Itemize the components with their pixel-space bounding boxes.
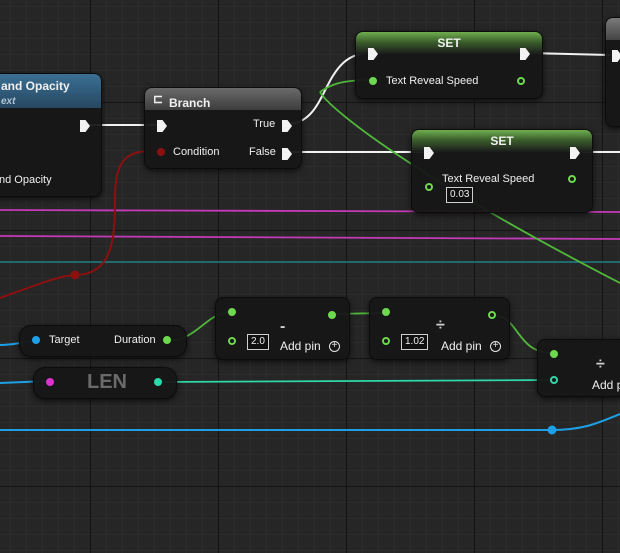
- len-output-pin[interactable]: [154, 378, 162, 386]
- subtract-operator: -: [280, 318, 286, 335]
- divide2-operator: ÷: [596, 356, 605, 373]
- branch-exec-in-pin[interactable]: [157, 120, 167, 132]
- branch-header: ⊏ Branch: [145, 88, 301, 110]
- divide1-input-b-pin[interactable]: [382, 337, 390, 345]
- set-top-output-pin[interactable]: [517, 77, 525, 85]
- set-bottom-header: SET: [412, 130, 592, 152]
- len-input-pin[interactable]: [46, 378, 54, 386]
- set-bottom-exec-out-pin[interactable]: [570, 147, 580, 159]
- subtract-input-a-pin[interactable]: [228, 308, 236, 316]
- set-bottom-var-label: Text Reveal Speed: [442, 173, 535, 185]
- branch-false-label: False: [249, 146, 276, 158]
- duration-pin[interactable]: [163, 336, 171, 344]
- divide2-input-a-pin[interactable]: [550, 350, 558, 358]
- subtract-value-input[interactable]: 2.0: [247, 334, 269, 350]
- divide1-operator: ÷: [436, 317, 445, 334]
- divide-node-1[interactable]: 1.02 ÷ Add pin +: [369, 297, 510, 360]
- partial-node-title: and Opacity: [1, 79, 70, 93]
- set-bottom-output-pin[interactable]: [568, 175, 576, 183]
- branch-condition-label: Condition: [173, 146, 220, 158]
- partial-node-exec-out-pin[interactable]: [80, 120, 90, 132]
- set-top-var-label: Text Reveal Speed: [386, 75, 479, 87]
- branch-node[interactable]: ⊏ Branch True Condition False: [144, 87, 302, 169]
- partial-node-right-header: [606, 18, 620, 40]
- divide1-input-a-pin[interactable]: [382, 308, 390, 316]
- duration-getter-node[interactable]: Target Duration: [19, 325, 187, 357]
- set-top-header: SET: [356, 32, 542, 54]
- set-bottom-value-pin[interactable]: [425, 183, 433, 191]
- target-label: Target: [49, 334, 80, 346]
- set-top-title: SET: [437, 36, 461, 50]
- divide1-add-pin-label: Add pin: [441, 339, 482, 353]
- subtract-input-b-pin[interactable]: [228, 337, 236, 345]
- branch-condition-pin[interactable]: [157, 148, 165, 156]
- partial-node-right[interactable]: [605, 17, 620, 127]
- divide2-input-b-pin[interactable]: [550, 376, 558, 384]
- set-bottom-exec-in-pin[interactable]: [424, 147, 434, 159]
- partial-node-subtitle: ext: [1, 96, 16, 107]
- divide1-add-pin-icon[interactable]: +: [490, 341, 501, 352]
- set-node-bottom[interactable]: SET Text Reveal Speed 0.03: [411, 129, 593, 213]
- subtract-add-pin-icon[interactable]: +: [329, 341, 340, 352]
- set-top-value-pin[interactable]: [369, 77, 377, 85]
- divide1-value-input[interactable]: 1.02: [401, 334, 429, 350]
- target-pin[interactable]: [32, 336, 40, 344]
- set-top-exec-in-pin[interactable]: [368, 48, 378, 60]
- subtract-add-pin-label: Add pin: [280, 339, 321, 353]
- set-top-exec-out-pin[interactable]: [520, 48, 530, 60]
- partial-node[interactable]: and Opacity ext nd Opacity: [0, 73, 102, 197]
- branch-title: Branch: [169, 96, 211, 110]
- len-node[interactable]: LEN: [33, 367, 177, 399]
- len-title: LEN: [87, 371, 127, 393]
- subtract-node[interactable]: 2.0 - Add pin +: [215, 297, 350, 360]
- partial-node-pin-label: nd Opacity: [0, 174, 52, 186]
- divide1-output-pin[interactable]: [488, 311, 496, 319]
- branch-false-pin[interactable]: [282, 148, 292, 160]
- branch-true-pin[interactable]: [282, 120, 292, 132]
- divide2-add-pin-label: Add p: [592, 378, 620, 392]
- set-node-top[interactable]: SET Text Reveal Speed: [355, 31, 543, 99]
- subtract-output-pin[interactable]: [328, 311, 336, 319]
- set-bottom-title: SET: [490, 134, 514, 148]
- branch-true-label: True: [253, 118, 276, 130]
- divide-node-2[interactable]: ÷ Add p: [537, 339, 620, 397]
- partial-node-right-exec-in-pin[interactable]: [612, 50, 620, 62]
- set-bottom-value-input[interactable]: 0.03: [446, 187, 474, 203]
- duration-label: Duration: [114, 334, 156, 346]
- branch-icon: ⊏: [153, 92, 164, 106]
- partial-node-header: and Opacity ext: [0, 74, 101, 108]
